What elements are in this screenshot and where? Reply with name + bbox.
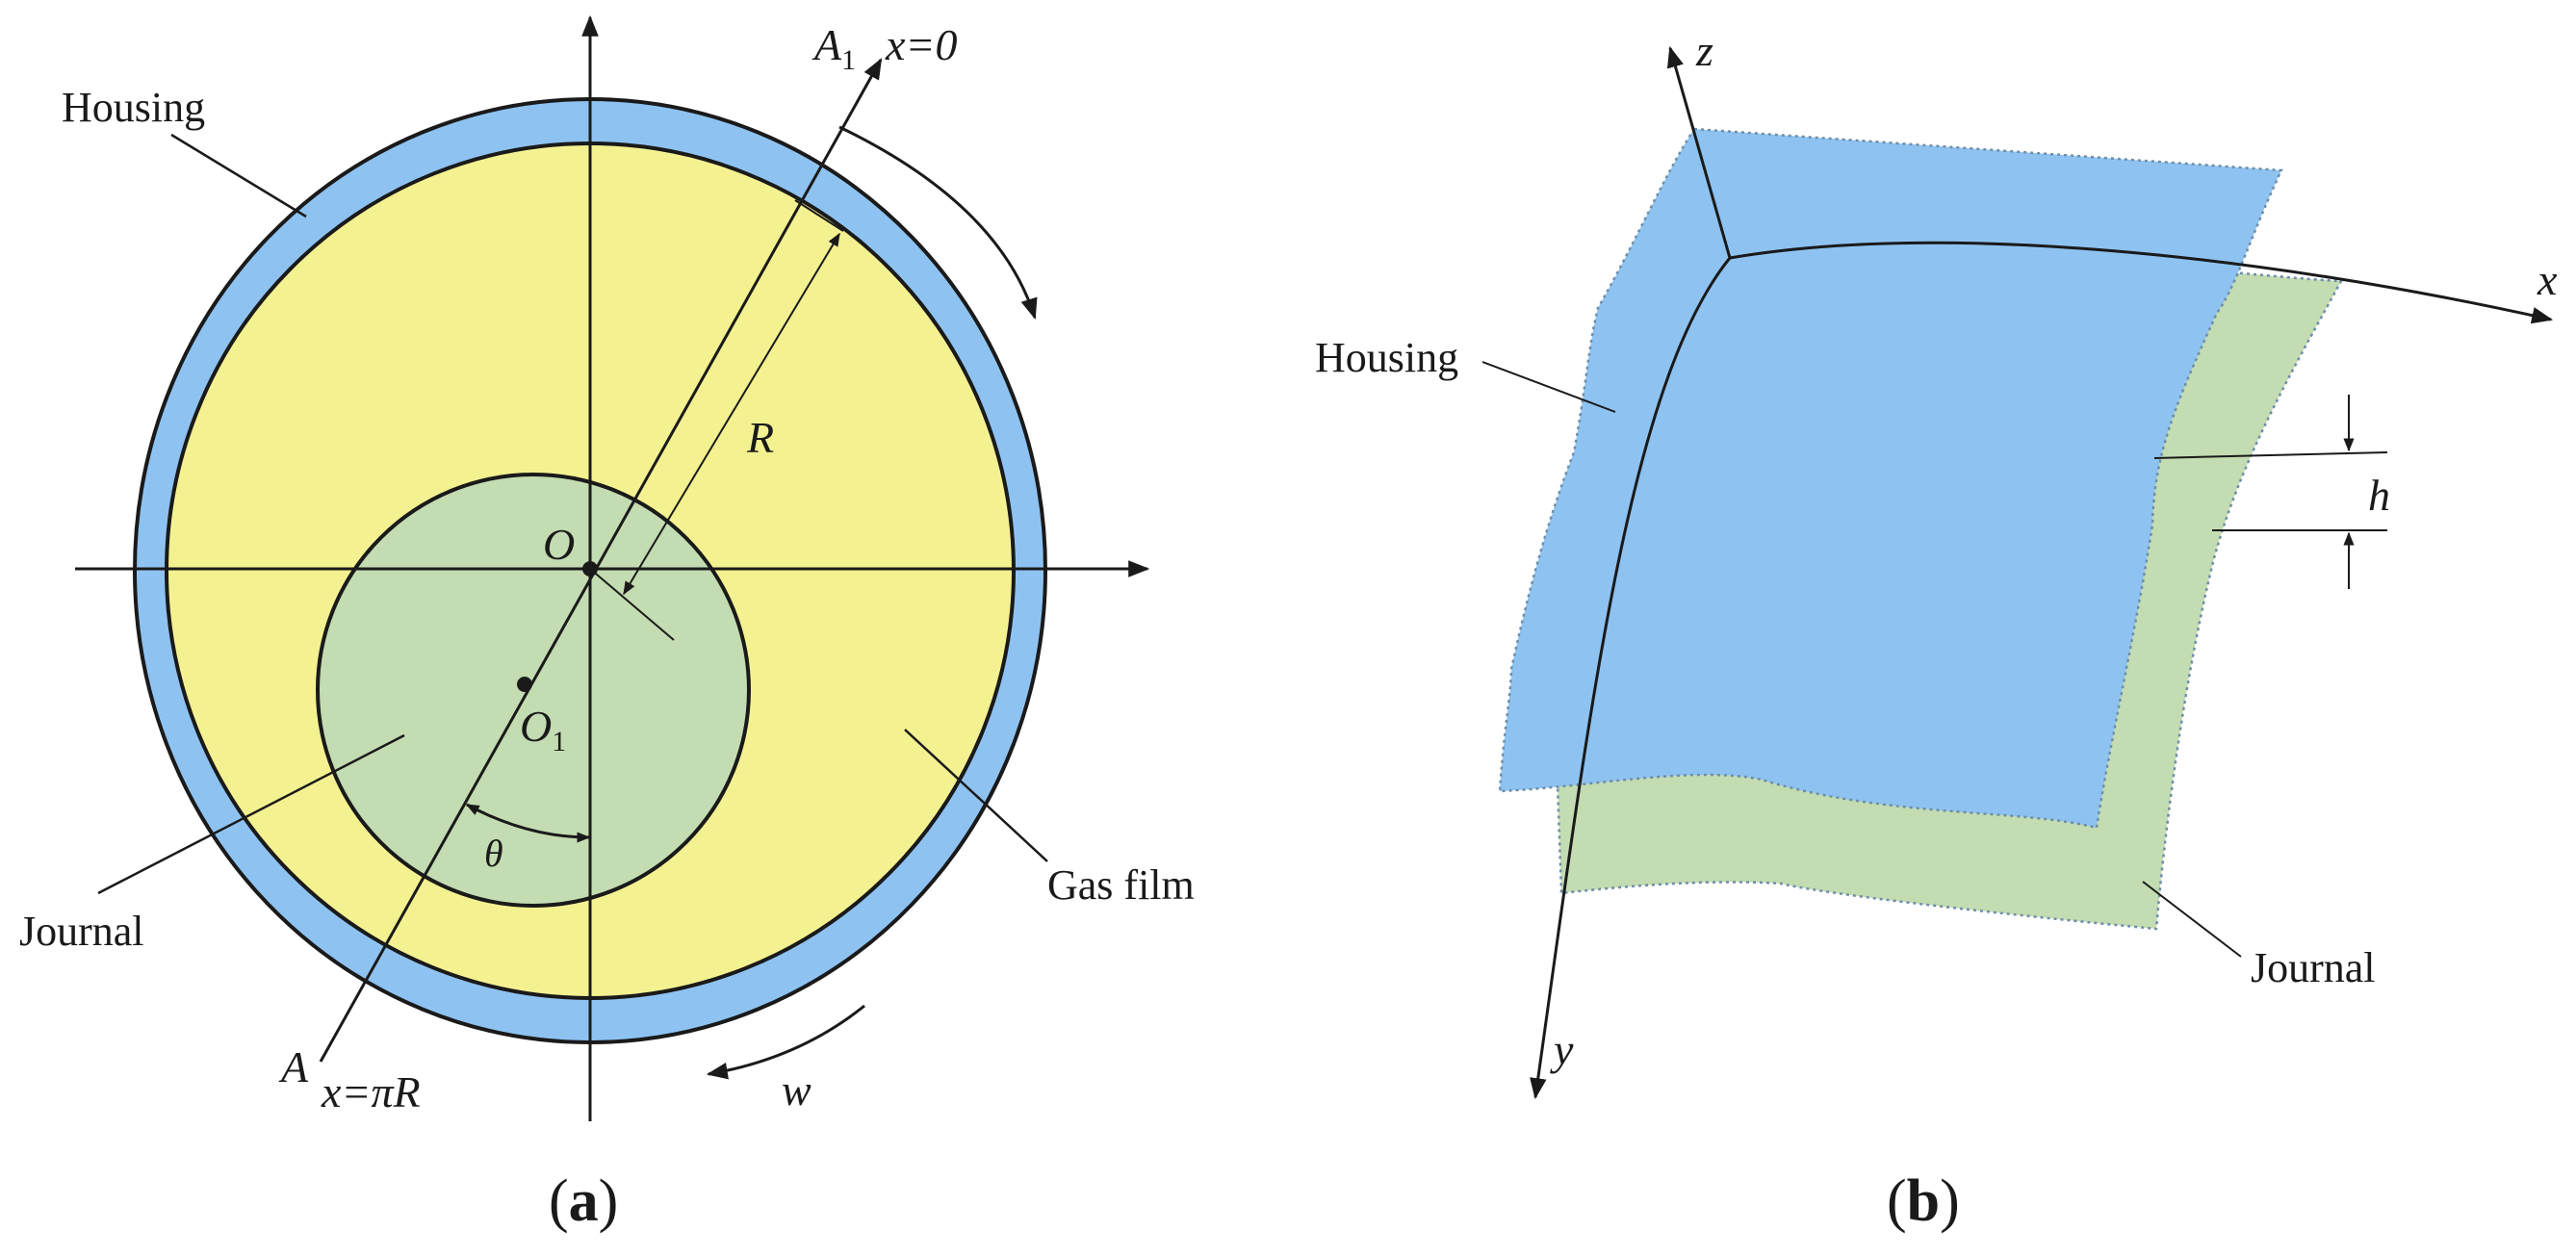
center-O1-label: O1 <box>520 702 566 757</box>
housing-surface <box>1498 127 2283 830</box>
journal-label: Journal <box>19 908 144 955</box>
angle-theta-arc <box>465 803 591 843</box>
gap-h-label: h <box>2368 471 2390 520</box>
radius-extension-line <box>794 199 844 232</box>
gas-film-leader-line <box>904 729 1048 862</box>
speed-w-label: w <box>782 1065 811 1115</box>
axis-y-label: y <box>1550 1025 1574 1074</box>
x-zero-label: x=0 <box>885 20 957 69</box>
gap-upper-line <box>2153 451 2388 459</box>
axis-z-label: z <box>1695 26 1713 75</box>
panel-b: Housing Journal x y z h (b) <box>1315 26 2558 1234</box>
axis-x-curve <box>1729 241 2554 324</box>
housing-label: Housing <box>62 84 205 131</box>
journal-leader-line <box>97 733 405 895</box>
caption-a: (a) <box>549 1168 618 1234</box>
housing-leader-line <box>170 133 307 218</box>
axis-z-line <box>1666 45 1732 259</box>
housing-label-b: Housing <box>1315 334 1458 381</box>
center-tick <box>589 568 675 641</box>
center-O-label: O <box>543 520 575 569</box>
point-A-label: A <box>278 1042 309 1091</box>
rotation-arrow-bottom <box>706 1004 865 1080</box>
center-O1-dot <box>517 677 532 692</box>
diameter-line-A-A1 <box>319 58 883 1063</box>
caption-b: (b) <box>1887 1168 1960 1234</box>
angle-theta-label: θ <box>484 832 503 875</box>
axis-y-curve <box>1530 257 1732 1100</box>
gas-film-label: Gas film <box>1047 861 1195 909</box>
x-pi-R-label: x=πR <box>321 1067 421 1116</box>
journal-label-b: Journal <box>2251 944 2376 991</box>
housing-leader-line-b <box>1481 361 1616 413</box>
journal-disk <box>316 473 751 908</box>
radius-R-label: R <box>746 413 774 462</box>
center-O-dot <box>582 561 598 577</box>
journal-leader-line-b <box>2142 881 2242 958</box>
axis-x-label: x <box>2537 255 2558 304</box>
panel-a: Housing Journal Gas film A1 x=0 A x=πR R… <box>19 14 1195 1234</box>
rotation-arrow-top <box>838 125 1038 321</box>
point-A1-label: A1 <box>811 20 856 76</box>
radius-dimension-line <box>623 232 840 596</box>
